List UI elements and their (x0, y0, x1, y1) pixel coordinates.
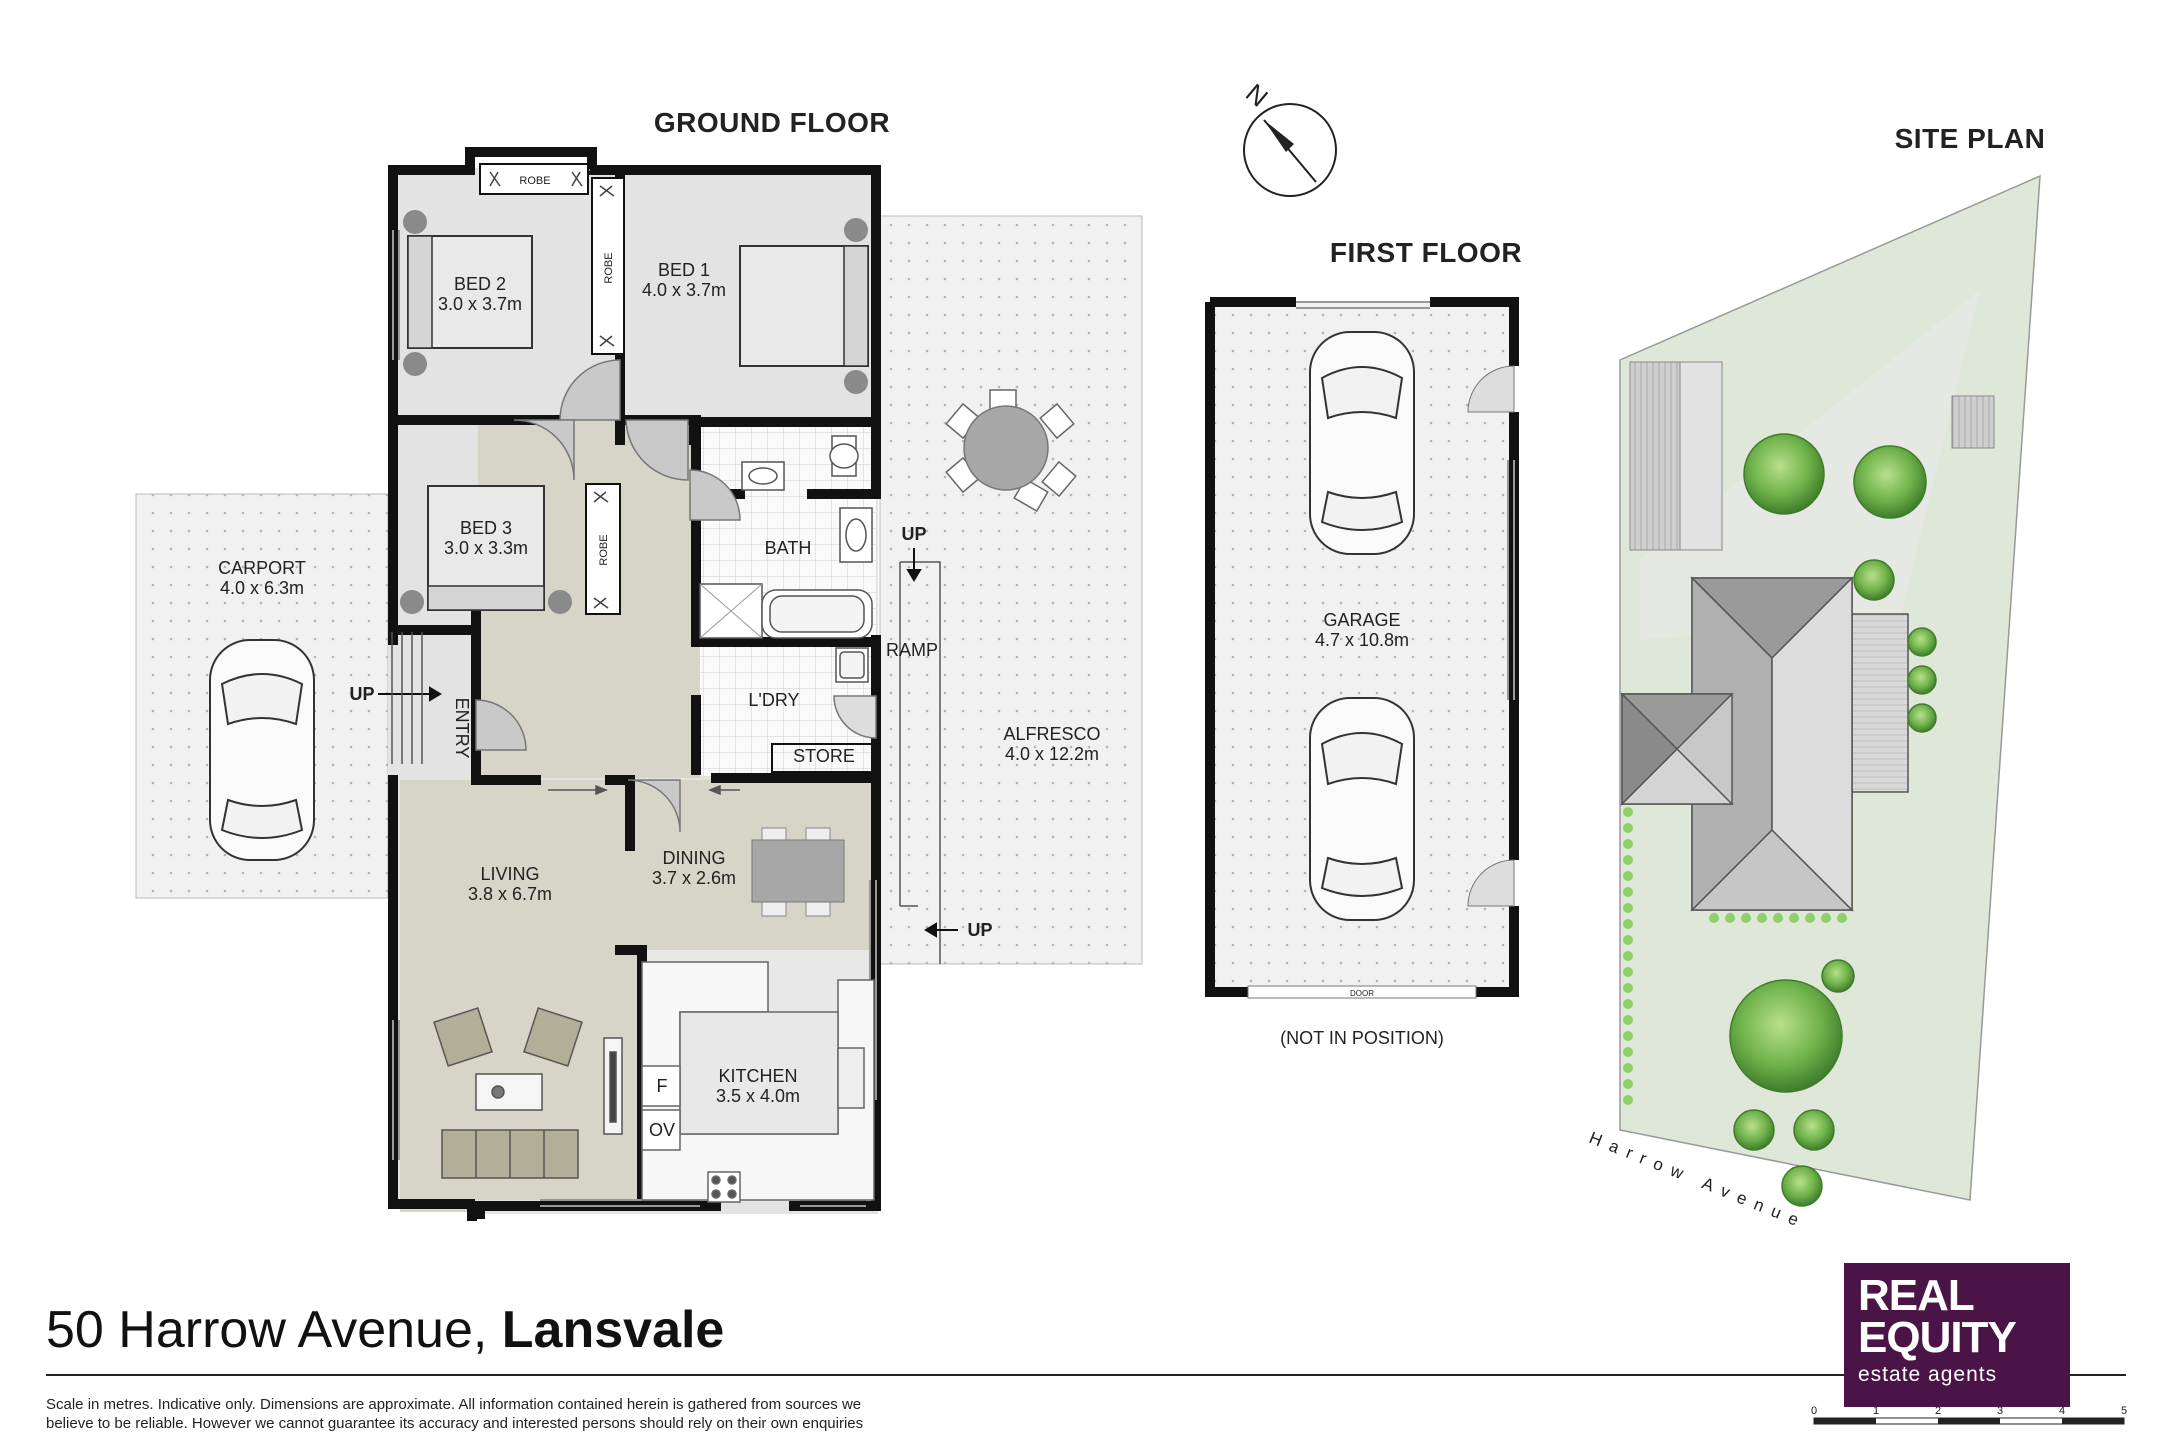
bed3-size: 3.0 x 3.3m (444, 538, 528, 558)
bed-2-furniture (403, 210, 533, 376)
robe-label-bed3: ROBE (598, 534, 610, 565)
oven-label: OV (649, 1120, 675, 1140)
living-size: 3.8 x 6.7m (468, 884, 552, 904)
garage-cars (1309, 331, 1415, 921)
dining-table (751, 827, 845, 917)
north-arrow: N (1240, 78, 1337, 197)
up-label-entry: UP (349, 684, 374, 704)
laundry-label: L'DRY (748, 690, 799, 710)
ground-floor-heading: GROUND FLOOR (654, 107, 890, 138)
address-street: 50 Harrow Avenue, (46, 1301, 488, 1359)
disclaimer-line-1: Scale in metres. Indicative only. Dimens… (46, 1396, 862, 1413)
bed-3-furniture (400, 485, 572, 614)
bath-label: BATH (765, 538, 812, 558)
bathroom-fixtures (699, 435, 873, 683)
site-house-roof (1620, 576, 1909, 912)
ramp-label: RAMP (886, 640, 938, 660)
bed1-size: 4.0 x 3.7m (642, 280, 726, 300)
alfresco-label: ALFRESCO (1003, 724, 1100, 744)
site-trees (1729, 433, 1937, 1207)
carport-size: 4.0 x 6.3m (220, 578, 304, 598)
dining-size: 3.7 x 2.6m (652, 868, 736, 888)
real-equity-logo: REAL EQUITY estate agents (1844, 1263, 2070, 1407)
entry-label: ENTRY (452, 698, 472, 759)
garage-label: GARAGE (1323, 610, 1400, 630)
carport-car (209, 639, 315, 861)
property-address: 50 Harrow Avenue, Lansvale (46, 1300, 724, 1360)
bed-1-furniture (739, 218, 869, 394)
disclaimer-line-2: believe to be reliable. However we canno… (46, 1415, 864, 1432)
scale-tick-3: 3 (1997, 1405, 2003, 1417)
garage-door-label: DOOR (1350, 989, 1374, 998)
scale-tick-1: 1 (1873, 1405, 1879, 1417)
scale-tick-0: 0 (1811, 1405, 1817, 1417)
logo-line-3: estate agents (1858, 1363, 1998, 1386)
bed2-label: BED 2 (454, 274, 506, 294)
alfresco-area (879, 215, 1143, 965)
north-label: N (1240, 78, 1274, 113)
kitchen-label: KITCHEN (718, 1066, 797, 1086)
scale-tick-4: 4 (2059, 1405, 2065, 1417)
logo-line-2: EQUITY (1858, 1313, 2017, 1362)
site-hedge (1623, 807, 1847, 1105)
garage-size: 4.7 x 10.8m (1315, 630, 1409, 650)
robe-label-bed2: ROBE (519, 175, 550, 187)
living-label: LIVING (480, 864, 539, 884)
alfresco-size: 4.0 x 12.2m (1005, 744, 1099, 764)
scale-tick-2: 2 (1935, 1405, 1941, 1417)
ground-floor-plan (135, 147, 1143, 1221)
site-plan: SITE PLAN (1587, 123, 2046, 1233)
store-label: STORE (793, 746, 855, 766)
logo-line-1: REAL (1858, 1271, 1975, 1320)
footer-divider (46, 1374, 2126, 1376)
kitchen-benches (641, 961, 875, 1203)
garage-note: (NOT IN POSITION) (1280, 1028, 1444, 1048)
up-label-alfresco: UP (901, 524, 926, 544)
disclaimer: Scale in metres. Indicative only. Dimens… (46, 1395, 946, 1433)
scale-bar: 0 1 2 3 4 5 (1811, 1405, 2127, 1425)
alfresco-table (945, 389, 1077, 513)
living-furniture (433, 1007, 623, 1179)
first-floor-plan: FIRST FLOOR DOOR GARAGE 4.7 x 10.8m (NOT… (1205, 237, 1522, 1048)
bed2-size: 3.0 x 3.7m (438, 294, 522, 314)
site-plan-heading: SITE PLAN (1895, 123, 2046, 154)
kitchen-size: 3.5 x 4.0m (716, 1086, 800, 1106)
robe-label-bed1: ROBE (603, 252, 615, 283)
carport-label: CARPORT (218, 558, 306, 578)
first-floor-heading: FIRST FLOOR (1330, 237, 1522, 268)
address-suburb: Lansvale (501, 1301, 725, 1359)
robe-bed1 (591, 177, 625, 355)
robe-bed3 (585, 483, 621, 615)
scale-tick-5: 5 (2121, 1405, 2127, 1417)
up-label-ramp: UP (967, 920, 992, 940)
bed3-label: BED 3 (460, 518, 512, 538)
fridge-label: F (657, 1076, 668, 1096)
dining-label: DINING (663, 848, 726, 868)
robe-bed2 (479, 163, 589, 195)
bed1-label: BED 1 (658, 260, 710, 280)
